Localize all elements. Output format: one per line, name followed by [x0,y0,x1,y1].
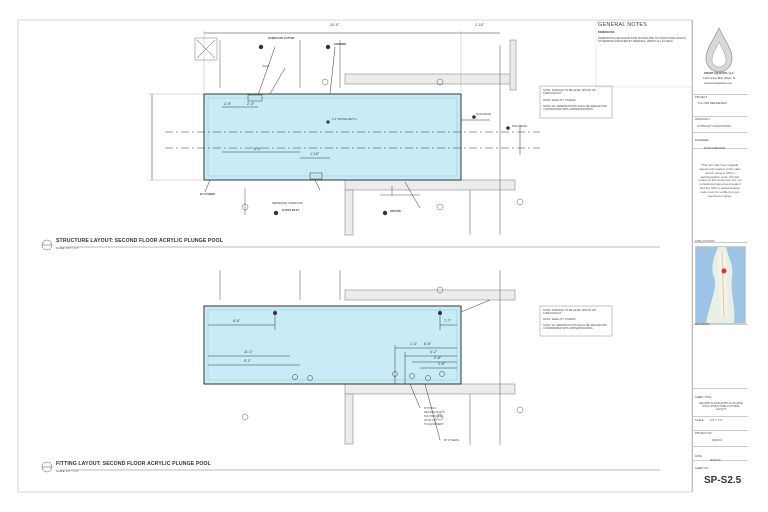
dim-1: 2'-9" [224,102,232,106]
sheet-number: SP-S2.5 [704,475,742,486]
engineer-label: ENGINEER [695,139,709,142]
company-logo [705,27,733,73]
date-label: DATE [695,455,702,458]
stair-block [194,37,218,61]
fitting-note-3: NOTE: ALL PENETRATIONS SHALL BE SEALED A… [543,324,607,330]
project-name: PH LUXE RESIDENCES [698,102,727,105]
wall-top-2 [344,289,516,301]
fit-label-by-others: BY OTHERS [444,439,459,442]
structure-notes-box [539,85,613,119]
fit-dim-9: 1'-3" [410,342,418,346]
fit-dim-3: 11'-1" [244,350,253,354]
revisions-label: REVISIONS [695,323,710,326]
architect-label: ARCHITECT [695,118,710,121]
fitting-pool-outline [203,305,462,385]
label-overflow-gutter: OVERFLOW GUTTER [268,37,295,40]
fitting-note-1: NOTE: SURFACE TO BE LEVEL WITHIN 1/8" TH… [543,309,597,315]
structure-pool-outline [203,93,462,181]
structure-note-1: NOTE: SURFACE TO BE LEVEL WITHIN 1/8" TH… [543,89,597,95]
project-no-label: PROJECT NO. [695,432,713,435]
dim-3: 8'-5" [254,147,262,151]
label-perimeter-overflow: PERIMETER OVERFLOW [272,202,303,205]
project-label: PROJECT [695,96,708,99]
title-block [692,20,748,492]
site-location-label: SITE LOCATION [695,240,715,243]
fitting-view-title: FITTING LAYOUT: SECOND FLOOR ACRYLIC PLU… [56,461,211,467]
sheet-title: SECOND FLOOR ACRYLIC PLUNGE POOL STRUCTU… [699,402,743,412]
general-notes-heading: GENERAL NOTES [598,22,648,28]
structure-view-scale: SCALE: 1/4" = 1'-0" [56,247,79,250]
label-main-drain-2: MAIN DRAIN [512,125,528,128]
label-light: LIGHT [262,65,270,68]
wall-upper-right [509,39,517,91]
fit-dim-4: 9'-1" [244,359,252,363]
fit-dim-8: 2'-6" [438,362,446,366]
digital-seal-text: This item has been digitally signed and … [698,163,742,198]
fitting-view-geometry [41,270,660,473]
fit-dim-5: 6'-6" [424,342,432,346]
scale-value: 1/4" = 1'-0" [710,419,723,422]
fit-label-suction-line: SUCTION LINE [424,415,443,418]
structure-note-3: NOTE: ALL PENETRATIONS SHALL BE SEALED A… [543,105,607,111]
label-floor-inlet: FLOOR INLET [282,209,300,212]
fit-dim-1: 6'-6" [233,319,241,323]
label-water-depth: 3'-0" WATER DEPTH [332,118,357,121]
wall-top [344,73,516,85]
project-no: 0009-XX [712,439,723,442]
fit-label-to-equipment: TO EQUIPMENT [424,423,444,426]
label-by-others: BY OTHERS [200,193,216,196]
site-location-map [695,246,746,324]
company-address: 1234 Ocean Blvd, Miami, FL [703,77,736,80]
fit-label-stub-out: STUB-OUT [424,419,438,422]
label-main-drain-1: MAIN DRAIN [476,113,492,116]
fit-dim-2: 7'-7" [444,319,452,323]
dim-2: 2'-4" [247,102,255,106]
structure-view-title: STRUCTURE LAYOUT: SECOND FLOOR ACRYLIC P… [56,238,223,244]
fitting-notes-box [539,305,613,337]
company-contact: www.smartaquatics.com [704,82,732,85]
fit-dim-6: 4'-2" [430,350,438,354]
wall-bottom [344,179,516,191]
structure-note-2: NOTE: SHELL BY OTHERS [543,99,576,102]
sheet-title-label: SHEET TITLE [695,396,712,399]
wall-lower-left [344,189,354,236]
company-name: SMART AQUATICS, LLC [704,72,734,75]
fitting-view-scale: SCALE: 1/4" = 1'-0" [56,470,79,473]
date-value: 00-00-00 [710,459,721,462]
dim-4: 1'-10" [310,152,320,156]
scale-label: SCALE [695,419,704,422]
sheet-no-label: SHEET NO. [695,467,709,470]
label-return: RETURN [390,210,401,213]
architect-name: AT PINAULT & ASSOCIATES [697,125,731,128]
fit-label-fittings: FITTINGS [424,407,436,410]
wall-bottom-2 [344,383,516,395]
engineer-name: PLAN 2 DESIGNS [704,147,726,150]
structure-view-geometry [41,30,660,251]
dim-right: 1'-10" [475,23,485,27]
fit-label-return-inlets: RETURN INLETS [424,411,445,414]
fit-dim-7: 2'-6" [434,356,442,360]
fitting-note-2: NOTE: SHELL BY OTHERS [543,318,576,321]
general-notes-subheading: DIMENSIONS [598,31,615,34]
general-notes-text: DIMENSIONS AND ELEVATIONS SHOWN ARE TO S… [598,37,686,44]
dim-overall: 24'-0" [330,23,340,27]
label-skimmer: SKIMMER [334,43,347,46]
